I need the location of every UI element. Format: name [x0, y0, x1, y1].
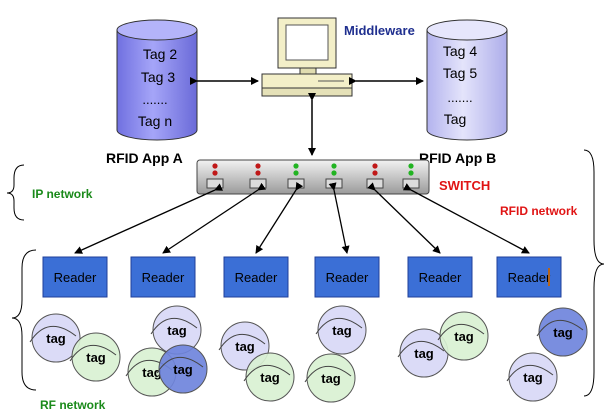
tag-label: tag: [553, 325, 573, 340]
database-a-icon: [116, 19, 198, 141]
tag-label: tag: [523, 370, 543, 385]
app-a-tag-4: Tag n: [138, 113, 172, 129]
switch-label: SWITCH: [439, 178, 490, 193]
tag-label: tag: [167, 323, 187, 338]
link-switch-reader: [74, 183, 224, 254]
switch-port: [249, 178, 267, 189]
tag-label: tag: [414, 346, 434, 361]
switch-port: [325, 178, 343, 189]
switch-led: [331, 163, 337, 169]
text-cursor: [548, 268, 550, 286]
rfid-tag: tag: [156, 344, 208, 394]
ip-network-label: IP network: [32, 187, 93, 201]
switch-led: [372, 163, 378, 169]
rf-network-brace: [11, 249, 37, 391]
switch-port: [206, 178, 224, 189]
rfid-tag: tag: [315, 305, 367, 355]
reader-label: Reader: [419, 270, 462, 285]
tag-label: tag: [454, 329, 474, 344]
switch-led: [255, 170, 261, 176]
reader-box: [42, 256, 108, 298]
reader-label: Reader: [54, 270, 97, 285]
app-b-label: RFID App B: [419, 150, 496, 166]
link-switch-reader: [402, 183, 530, 254]
rfid-tag: tag: [536, 307, 588, 357]
app-a-tag-3: .......: [142, 92, 167, 107]
tag-label: tag: [86, 350, 106, 365]
switch-led: [331, 170, 337, 176]
rfid-tag: tag: [243, 352, 295, 402]
database-b-icon: [426, 19, 508, 141]
tag-label: tag: [321, 371, 341, 386]
app-a-tag-1: Tag 2: [143, 46, 177, 62]
rfid-tag: tag: [506, 352, 558, 402]
app-b-tag-3: .......: [447, 90, 472, 105]
switch-port: [366, 178, 384, 189]
reader-label: Reader: [326, 270, 369, 285]
rf-network-label: RF network: [40, 398, 106, 412]
switch-led: [255, 163, 261, 169]
tag-label: tag: [142, 365, 162, 380]
link-switch-reader: [328, 182, 350, 254]
rfid-network-label: RFID network: [500, 204, 578, 218]
tag-label: tag: [46, 331, 66, 346]
link-switch-reader: [367, 182, 441, 254]
switch-led: [293, 163, 299, 169]
reader-box: [130, 256, 196, 298]
rfid-tag: tag: [437, 311, 489, 361]
rfid-tag: tag: [29, 313, 81, 363]
computer-icon: [261, 17, 353, 97]
middleware-label: Middleware: [344, 23, 415, 38]
switch-port: [402, 178, 420, 189]
app-b-tag-4: Tag: [444, 111, 467, 127]
ip-network-brace: [6, 164, 25, 221]
rfid-network-brace: [583, 149, 605, 397]
reader-box: [407, 256, 473, 298]
rfid-tag: tag: [397, 328, 449, 378]
switch-port: [287, 178, 305, 189]
tag-label: tag: [332, 323, 352, 338]
reader-box: [496, 256, 562, 298]
link-switch-reader: [255, 181, 304, 254]
tag-label: tag: [235, 339, 255, 354]
app-b-tag-2: Tag 5: [443, 65, 477, 81]
reader-box: [223, 256, 289, 298]
network-switch-icon: [196, 159, 430, 195]
switch-led: [212, 170, 218, 176]
switch-led: [293, 170, 299, 176]
switch-led: [408, 163, 414, 169]
reader-label: Reader: [508, 270, 551, 285]
reader-label: Reader: [235, 270, 278, 285]
switch-led: [212, 163, 218, 169]
rfid-tag: tag: [150, 305, 202, 355]
tag-label: tag: [260, 370, 280, 385]
tag-label: tag: [173, 362, 193, 377]
reader-label: Reader: [142, 270, 185, 285]
link-switch-reader: [162, 182, 267, 254]
switch-led: [372, 170, 378, 176]
app-a-label: RFID App A: [106, 150, 183, 166]
app-a-tag-2: Tag 3: [141, 69, 175, 85]
app-b-tag-1: Tag 4: [443, 43, 477, 59]
switch-led: [408, 170, 414, 176]
rfid-tag: tag: [69, 332, 121, 382]
rfid-tag: tag: [304, 353, 356, 403]
reader-box: [314, 256, 380, 298]
